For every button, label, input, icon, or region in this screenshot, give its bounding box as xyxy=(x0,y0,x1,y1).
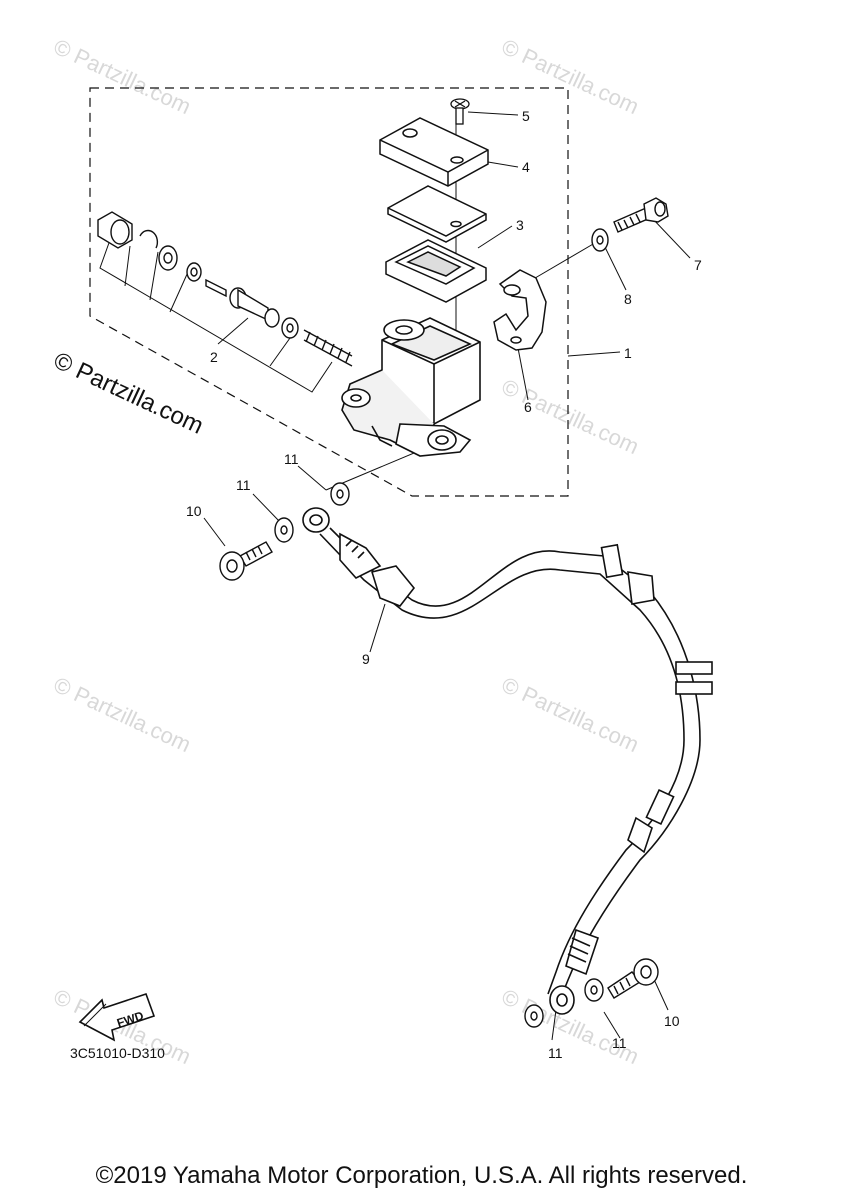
bolt-part xyxy=(613,197,669,233)
brake-hose-part xyxy=(302,507,713,1015)
callout-1: 1 xyxy=(624,345,632,361)
washer-part xyxy=(591,228,609,252)
callout-4: 4 xyxy=(522,159,530,175)
reservoir-cap-part xyxy=(379,117,489,187)
callout-2: 2 xyxy=(210,349,218,365)
watermark-prominent: © Partzilla.com xyxy=(49,347,207,440)
copyright-notice: ©2019 Yamaha Motor Corporation, U.S.A. A… xyxy=(95,1162,748,1189)
master-cylinder-body xyxy=(341,317,481,457)
union-bolt-part xyxy=(607,958,659,999)
callout-11: 11 xyxy=(236,477,251,493)
leader-lines xyxy=(99,110,691,1041)
copper-washers xyxy=(274,482,604,1028)
union-bolt-part xyxy=(219,541,273,581)
watermark: © Partzilla.com xyxy=(50,34,195,119)
watermark: © Partzilla.com xyxy=(498,672,643,757)
diaphragm-part xyxy=(385,239,487,303)
diagram-code: 3C51010-D310 xyxy=(70,1045,165,1061)
callout-6: 6 xyxy=(524,399,532,415)
diaphragm-plate-part xyxy=(387,185,487,243)
callout-8: 8 xyxy=(624,291,632,307)
callout-3: 3 xyxy=(516,217,524,233)
callout-labels: 1 2 3 4 5 6 7 8 9 10 10 11 11 11 11 xyxy=(186,108,702,1061)
holder-part xyxy=(493,269,547,351)
watermark: © Partzilla.com xyxy=(498,34,643,119)
callout-5: 5 xyxy=(522,108,530,124)
callout-11: 11 xyxy=(612,1035,627,1051)
screw-part xyxy=(450,98,470,125)
watermark: © Partzilla.com xyxy=(50,672,195,757)
callout-10: 10 xyxy=(186,503,202,519)
watermark: © Partzilla.com xyxy=(498,374,643,459)
callout-10: 10 xyxy=(664,1013,680,1029)
piston-kit-part xyxy=(97,211,353,367)
callout-11: 11 xyxy=(548,1045,563,1061)
assembly-boundary xyxy=(89,87,569,497)
callout-7: 7 xyxy=(694,257,702,273)
callout-9: 9 xyxy=(362,651,370,667)
callout-11: 11 xyxy=(284,451,299,467)
